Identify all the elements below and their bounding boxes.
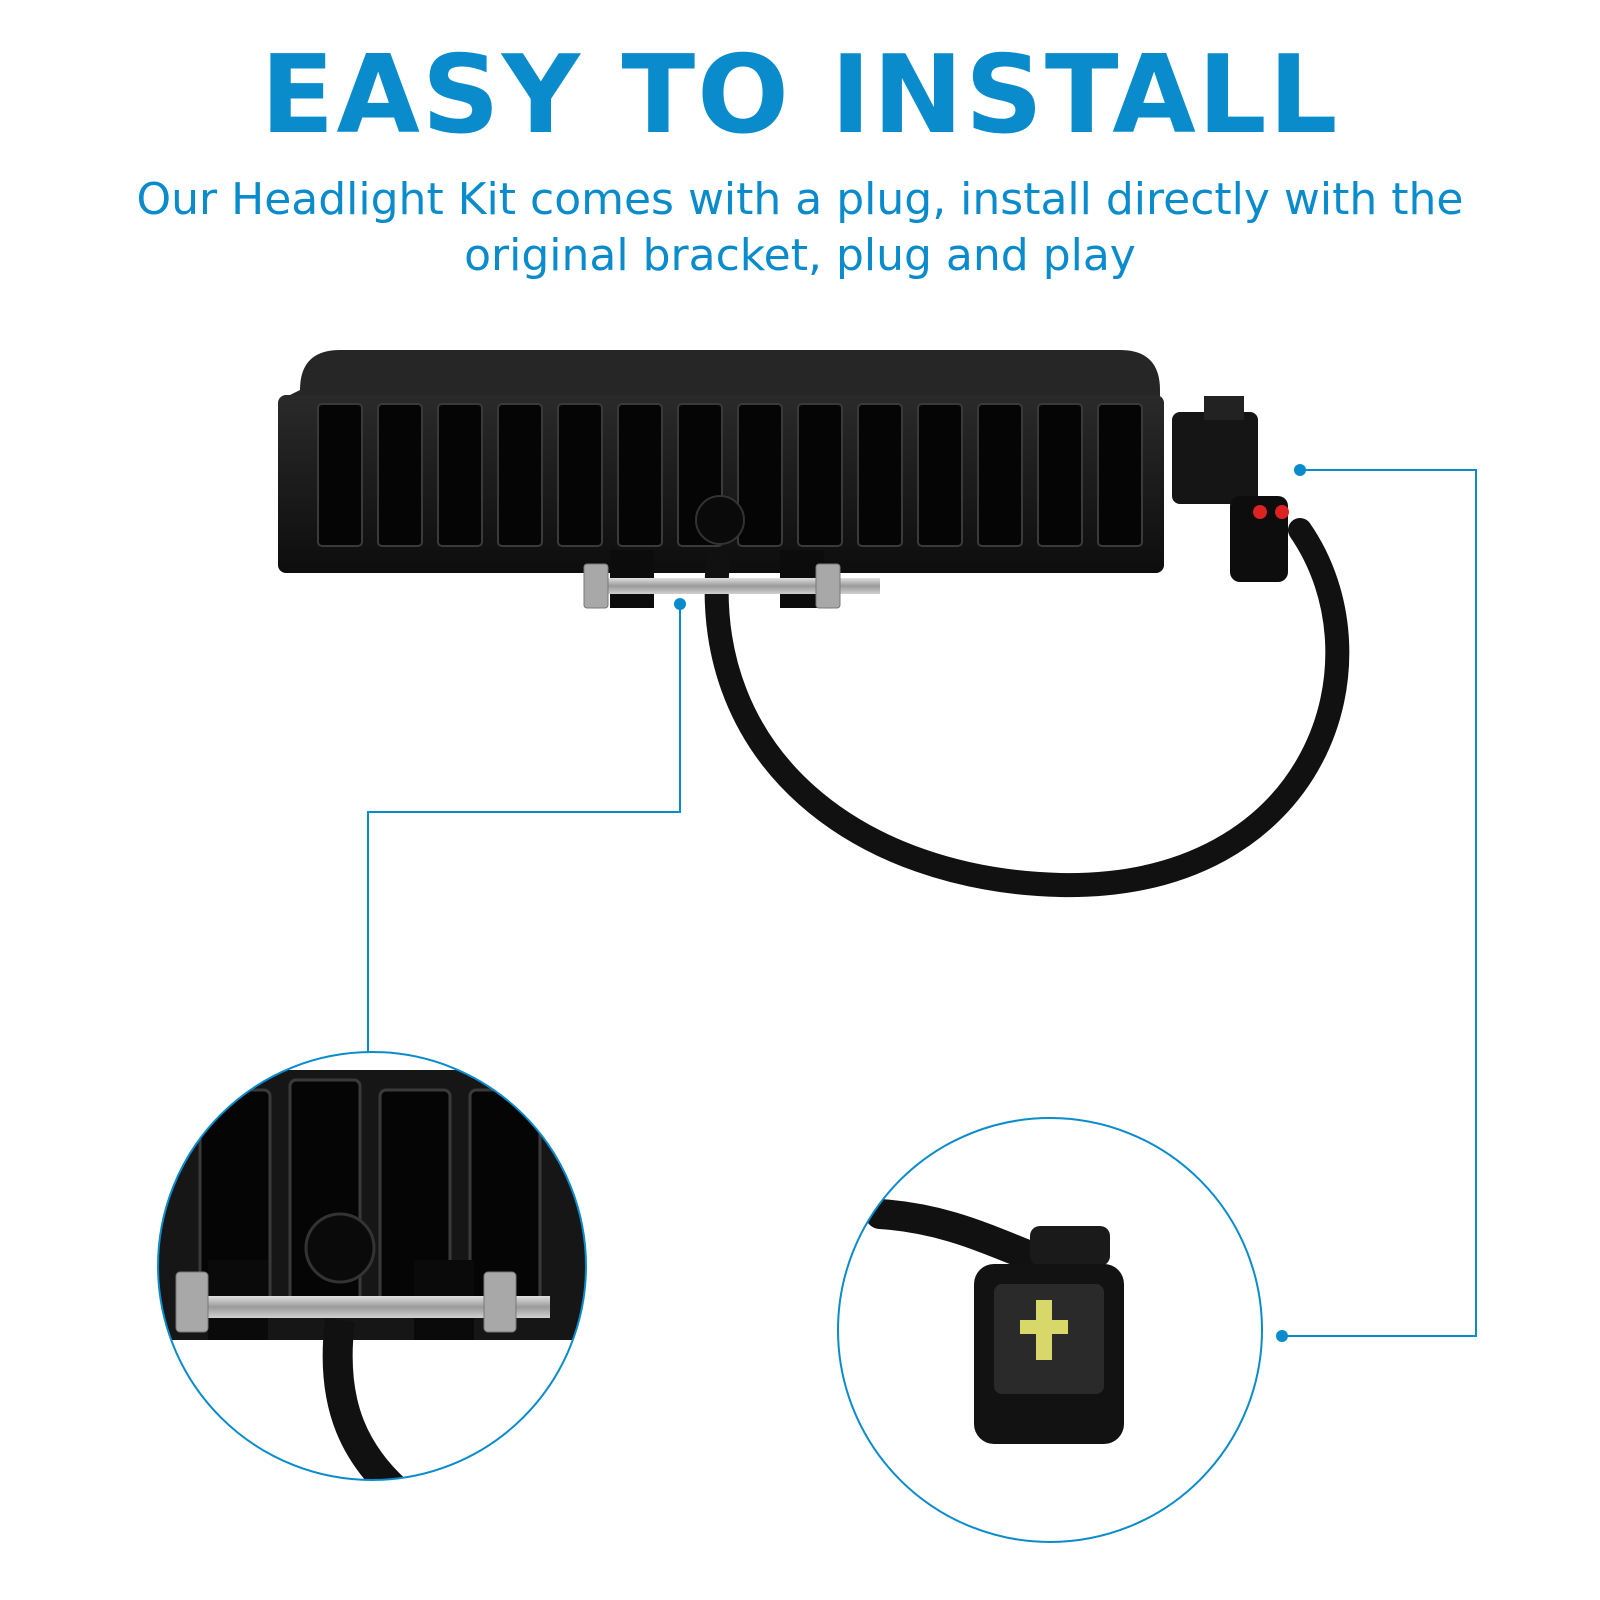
power-cable [704, 518, 1350, 898]
callout-dot-plug [1294, 464, 1306, 476]
zoom-circle-bracket [157, 1051, 587, 1481]
zoom-circle-plug [837, 1117, 1263, 1543]
page-title: EASY TO INSTALL [260, 33, 1340, 158]
headlight-housing [278, 350, 1164, 573]
page-subtitle: Our Headlight Kit comes with a plug, ins… [136, 174, 1464, 281]
callout-dot-bracket [674, 598, 686, 610]
cooling-fins [317, 403, 1143, 547]
mounting-bracket [583, 495, 880, 609]
connector-plug [1172, 396, 1289, 582]
callout-dot-right-zoom [1276, 1330, 1288, 1342]
callout-lines [367, 469, 1477, 1337]
